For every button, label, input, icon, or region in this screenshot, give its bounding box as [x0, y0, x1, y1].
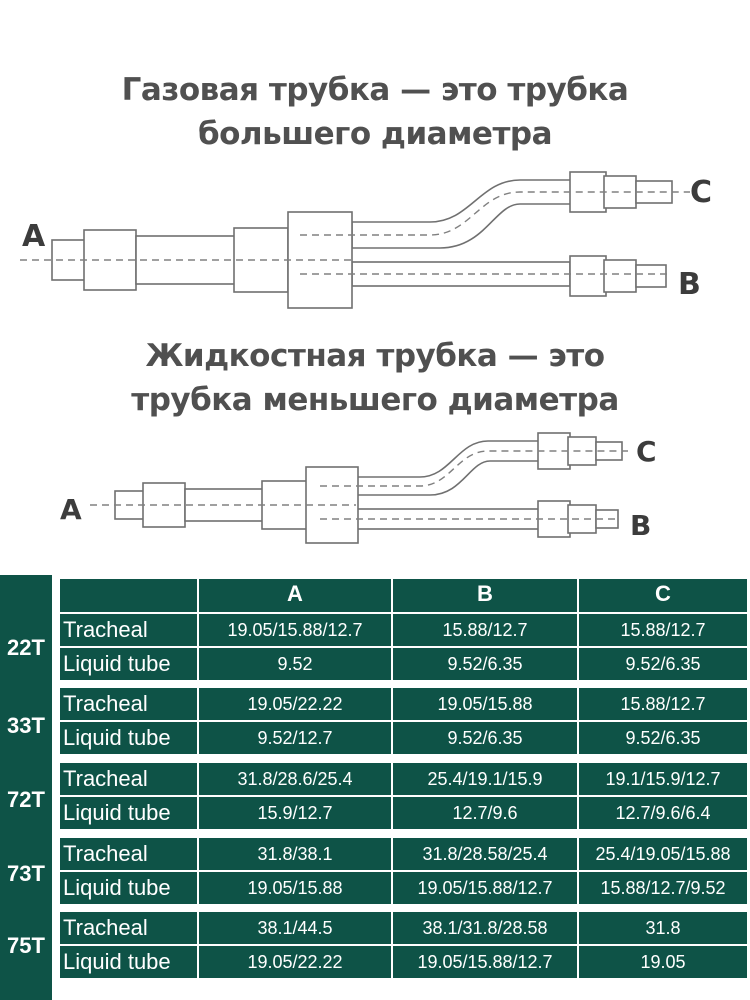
table-cell: 19.05/15.88/12.7: [393, 872, 577, 904]
table-cell: 19.05/22.22: [199, 946, 391, 978]
model-column: [0, 575, 52, 1000]
table-cell: 38.1/44.5: [199, 912, 391, 944]
table-cell: 9.52/6.35: [393, 648, 577, 680]
header-blank-cell: [60, 579, 197, 612]
column-header-c: C: [579, 579, 747, 612]
row-label: Liquid tube: [60, 797, 197, 829]
table-cell: 19.05/15.88: [393, 688, 577, 720]
table-cell: 9.52/6.35: [579, 648, 747, 680]
row-label: Liquid tube: [60, 872, 197, 904]
table-cell: 15.88/12.7: [579, 614, 747, 646]
table-cell: 25.4/19.05/15.88: [579, 838, 747, 870]
column-header-b: B: [393, 579, 577, 612]
column-header-a: A: [199, 579, 391, 612]
row-label: Tracheal: [60, 838, 197, 870]
row-label: Liquid tube: [60, 648, 197, 680]
model-label: 72T: [7, 787, 45, 812]
liquid-tube-heading: Жидкостная трубка — это трубка меньшего …: [0, 334, 750, 422]
table-cell: 38.1/31.8/28.58: [393, 912, 577, 944]
table-cell: 15.9/12.7: [199, 797, 391, 829]
table-cell: 15.88/12.7: [393, 614, 577, 646]
gas-label-c: C: [690, 175, 712, 210]
table-cell: 25.4/19.1/15.9: [393, 763, 577, 795]
table-cell: 31.8: [579, 912, 747, 944]
gas-label-a: A: [22, 219, 46, 254]
gas-tube-heading: Газовая трубка — это трубка большего диа…: [0, 68, 750, 156]
table-cell: 31.8/28.6/25.4: [199, 763, 391, 795]
row-label: Tracheal: [60, 912, 197, 944]
liquid-label-b: B: [630, 509, 651, 542]
table-cell: 19.05/15.88: [199, 872, 391, 904]
table-cell: 9.52/6.35: [579, 722, 747, 754]
liquid-heading-line1: Жидкостная трубка — это: [145, 338, 605, 374]
table-cell: 31.8/38.1: [199, 838, 391, 870]
liquid-label-a: A: [60, 493, 82, 526]
row-label: Tracheal: [60, 763, 197, 795]
row-label: Tracheal: [60, 614, 197, 646]
table-cell: 12.7/9.6: [393, 797, 577, 829]
table-cell: 19.05/22.22: [199, 688, 391, 720]
liquid-label-c: C: [636, 435, 657, 468]
table-cell: 9.52/6.35: [393, 722, 577, 754]
model-label: 75T: [7, 933, 45, 958]
gas-pipe-diagram: A C B: [20, 171, 712, 309]
gas-heading-line1: Газовая трубка — это трубка: [121, 72, 629, 108]
table-cell: 12.7/9.6/6.4: [579, 797, 747, 829]
liquid-pipe-diagram: A C B: [60, 432, 657, 544]
table-cell: 31.8/28.58/25.4: [393, 838, 577, 870]
gas-label-b: B: [678, 267, 701, 302]
table-cell: 19.05/15.88/12.7: [199, 614, 391, 646]
table-cell: 15.88/12.7: [579, 688, 747, 720]
table-cell: 19.05/15.88/12.7: [393, 946, 577, 978]
table-cell: 9.52: [199, 648, 391, 680]
model-label: 22T: [7, 635, 45, 660]
table-cell: 19.05: [579, 946, 747, 978]
table-cell: 15.88/12.7/9.52: [579, 872, 747, 904]
row-label: Liquid tube: [60, 722, 197, 754]
table-cell: 9.52/12.7: [199, 722, 391, 754]
pipe-spec-table: A B C 22T Tracheal 19.05/15.88/12.7 15.8…: [0, 575, 750, 1000]
row-label: Tracheal: [60, 688, 197, 720]
table-cell: 19.1/15.9/12.7: [579, 763, 747, 795]
liquid-heading-line2: трубка меньшего диаметра: [131, 382, 619, 418]
model-label: 33T: [7, 713, 45, 738]
gas-heading-line2: большего диаметра: [197, 116, 553, 152]
model-label: 73T: [7, 861, 45, 886]
row-label: Liquid tube: [60, 946, 197, 978]
